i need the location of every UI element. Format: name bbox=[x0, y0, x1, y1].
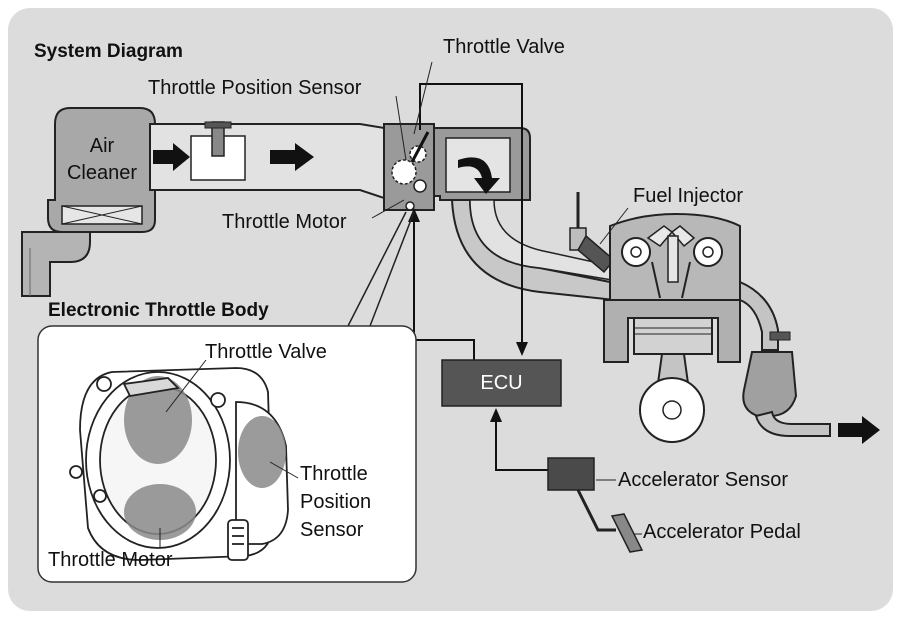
inset-tps-highlight bbox=[238, 416, 286, 488]
tailpipe bbox=[754, 410, 831, 437]
fuel-injector-label: Fuel Injector bbox=[633, 185, 744, 207]
o2-sensor bbox=[769, 331, 791, 341]
accelerator-sensor-label: Accelerator Sensor bbox=[618, 469, 789, 491]
system-diagram-title: System Diagram bbox=[34, 41, 183, 62]
ecu-box bbox=[441, 359, 562, 407]
exhaust-manifold bbox=[739, 280, 779, 351]
plenum-flow-arrow bbox=[458, 157, 500, 194]
accelerator-sensor-box bbox=[547, 457, 595, 491]
air-cleaner-label-line1: Air bbox=[89, 135, 115, 157]
throttle-valve-plate bbox=[410, 131, 430, 163]
callout-line-right bbox=[369, 211, 415, 327]
rocker-exhaust bbox=[670, 225, 696, 248]
airflow-arrow-1 bbox=[153, 143, 190, 171]
ecu-to-throttle-wire bbox=[413, 216, 475, 360]
ecu-label: ECU bbox=[480, 372, 523, 394]
fuel-injector bbox=[577, 234, 616, 274]
tps-to-ecu-wire bbox=[419, 83, 523, 346]
callout-line-left bbox=[347, 211, 407, 327]
accelerator-pedal bbox=[610, 513, 644, 553]
inset-tps-label-line2: Position bbox=[300, 491, 372, 513]
throttle-position-sensor-label: Throttle Position Sensor bbox=[148, 77, 362, 99]
throttle-motor-point bbox=[405, 201, 415, 211]
airflow-arrow-2 bbox=[270, 143, 314, 171]
throttle-valve-label: Throttle Valve bbox=[443, 36, 565, 58]
throttle-body-illustration bbox=[69, 367, 289, 561]
inset-throttle-motor-label: Throttle Motor bbox=[48, 549, 173, 571]
accel-sensor-to-ecu-wire bbox=[495, 418, 548, 471]
air-cleaner-label-line2: Cleaner bbox=[66, 162, 138, 184]
throttle-gear-1 bbox=[391, 159, 417, 185]
inset-throttle-motor-highlight bbox=[124, 484, 196, 540]
piston bbox=[633, 317, 713, 355]
electronic-throttle-body-title: Electronic Throttle Body bbox=[48, 300, 269, 321]
engine-block bbox=[603, 299, 741, 363]
inset-tps-label-line3: Sensor bbox=[300, 519, 364, 541]
catalytic-converter bbox=[742, 351, 798, 417]
throttle-gear-3 bbox=[413, 179, 427, 193]
inset-throttle-valve-highlight bbox=[124, 376, 192, 464]
inset-tps-label-line1: Throttle bbox=[300, 463, 368, 485]
air-inlet-duct bbox=[21, 231, 91, 297]
accelerator-linkage bbox=[576, 489, 616, 532]
accelerator-pedal-label: Accelerator Pedal bbox=[643, 521, 801, 543]
inset-throttle-valve-label: Throttle Valve bbox=[205, 341, 327, 363]
exhaust-arrow bbox=[838, 416, 880, 444]
spark-plug bbox=[667, 235, 679, 283]
throttle-motor-label: Throttle Motor bbox=[222, 211, 347, 233]
